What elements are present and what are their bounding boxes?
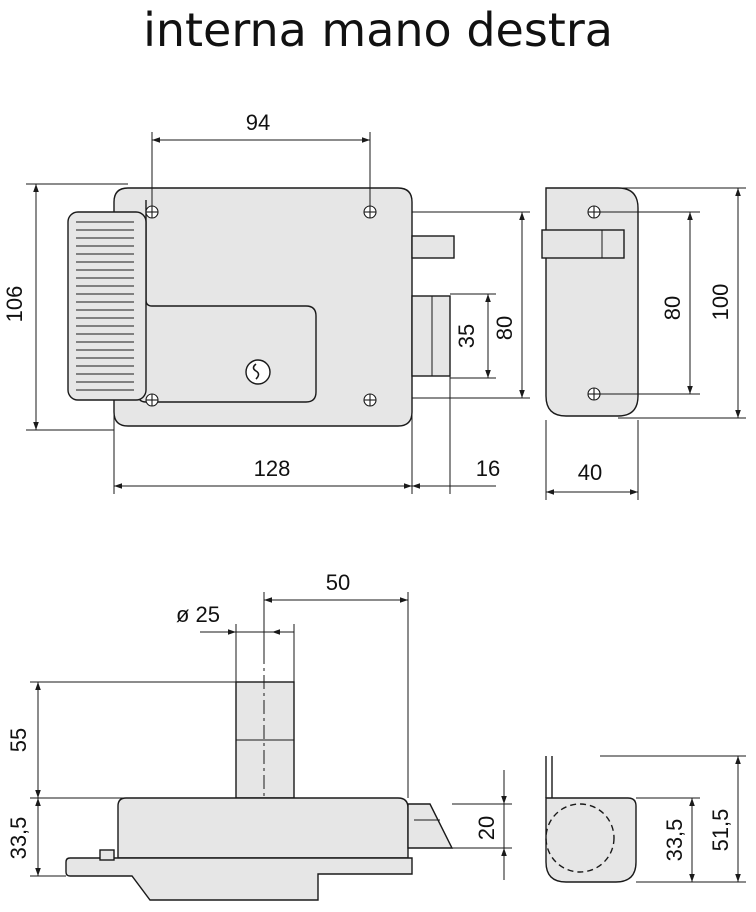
end-view [545,756,637,883]
dim-bolt-height: 35 [454,324,479,348]
lock-body-top [117,797,409,859]
dim-height: 106 [2,286,27,323]
dim-side-holes: 80 [660,296,685,320]
dim-side-depth: 40 [578,460,602,485]
grip-top [65,857,413,901]
front-view [67,187,455,427]
screw-holes [145,205,377,407]
dim-bolt-projection: 16 [476,456,500,481]
top-view [65,650,454,901]
dim-body-depth: 33,5 [6,817,31,860]
grip-plate [67,211,147,401]
cover-panel [137,200,317,403]
dim-bolt-block: 80 [492,316,517,340]
latch-top [407,803,454,849]
dim-latch-height: 20 [474,816,499,840]
dim-side-height: 100 [708,284,733,321]
grip-ribs [76,221,134,391]
dim-width: 128 [254,456,291,481]
dim-holes-spacing: 94 [246,110,270,135]
end-body [545,797,637,883]
dim-cylinder-diameter: ø 25 [176,602,220,627]
side-view-dimensions [545,187,746,500]
dim-end-overall: 51,5 [708,809,733,852]
upper-latch [411,235,455,259]
page-title: interna mano destra [143,3,613,57]
dim-cylinder-length: 55 [6,728,31,752]
dim-cylinder-offset: 50 [326,570,350,595]
top-view-dimensions [30,592,512,880]
dim-end-depth: 33,5 [662,819,687,862]
side-latch [541,229,625,259]
cylinder-end-icon [545,803,615,873]
end-view-dimensions [600,755,746,883]
front-view-dimensions [26,132,530,494]
side-view [541,187,639,417]
main-bolt [411,295,451,377]
side-body [545,187,639,417]
